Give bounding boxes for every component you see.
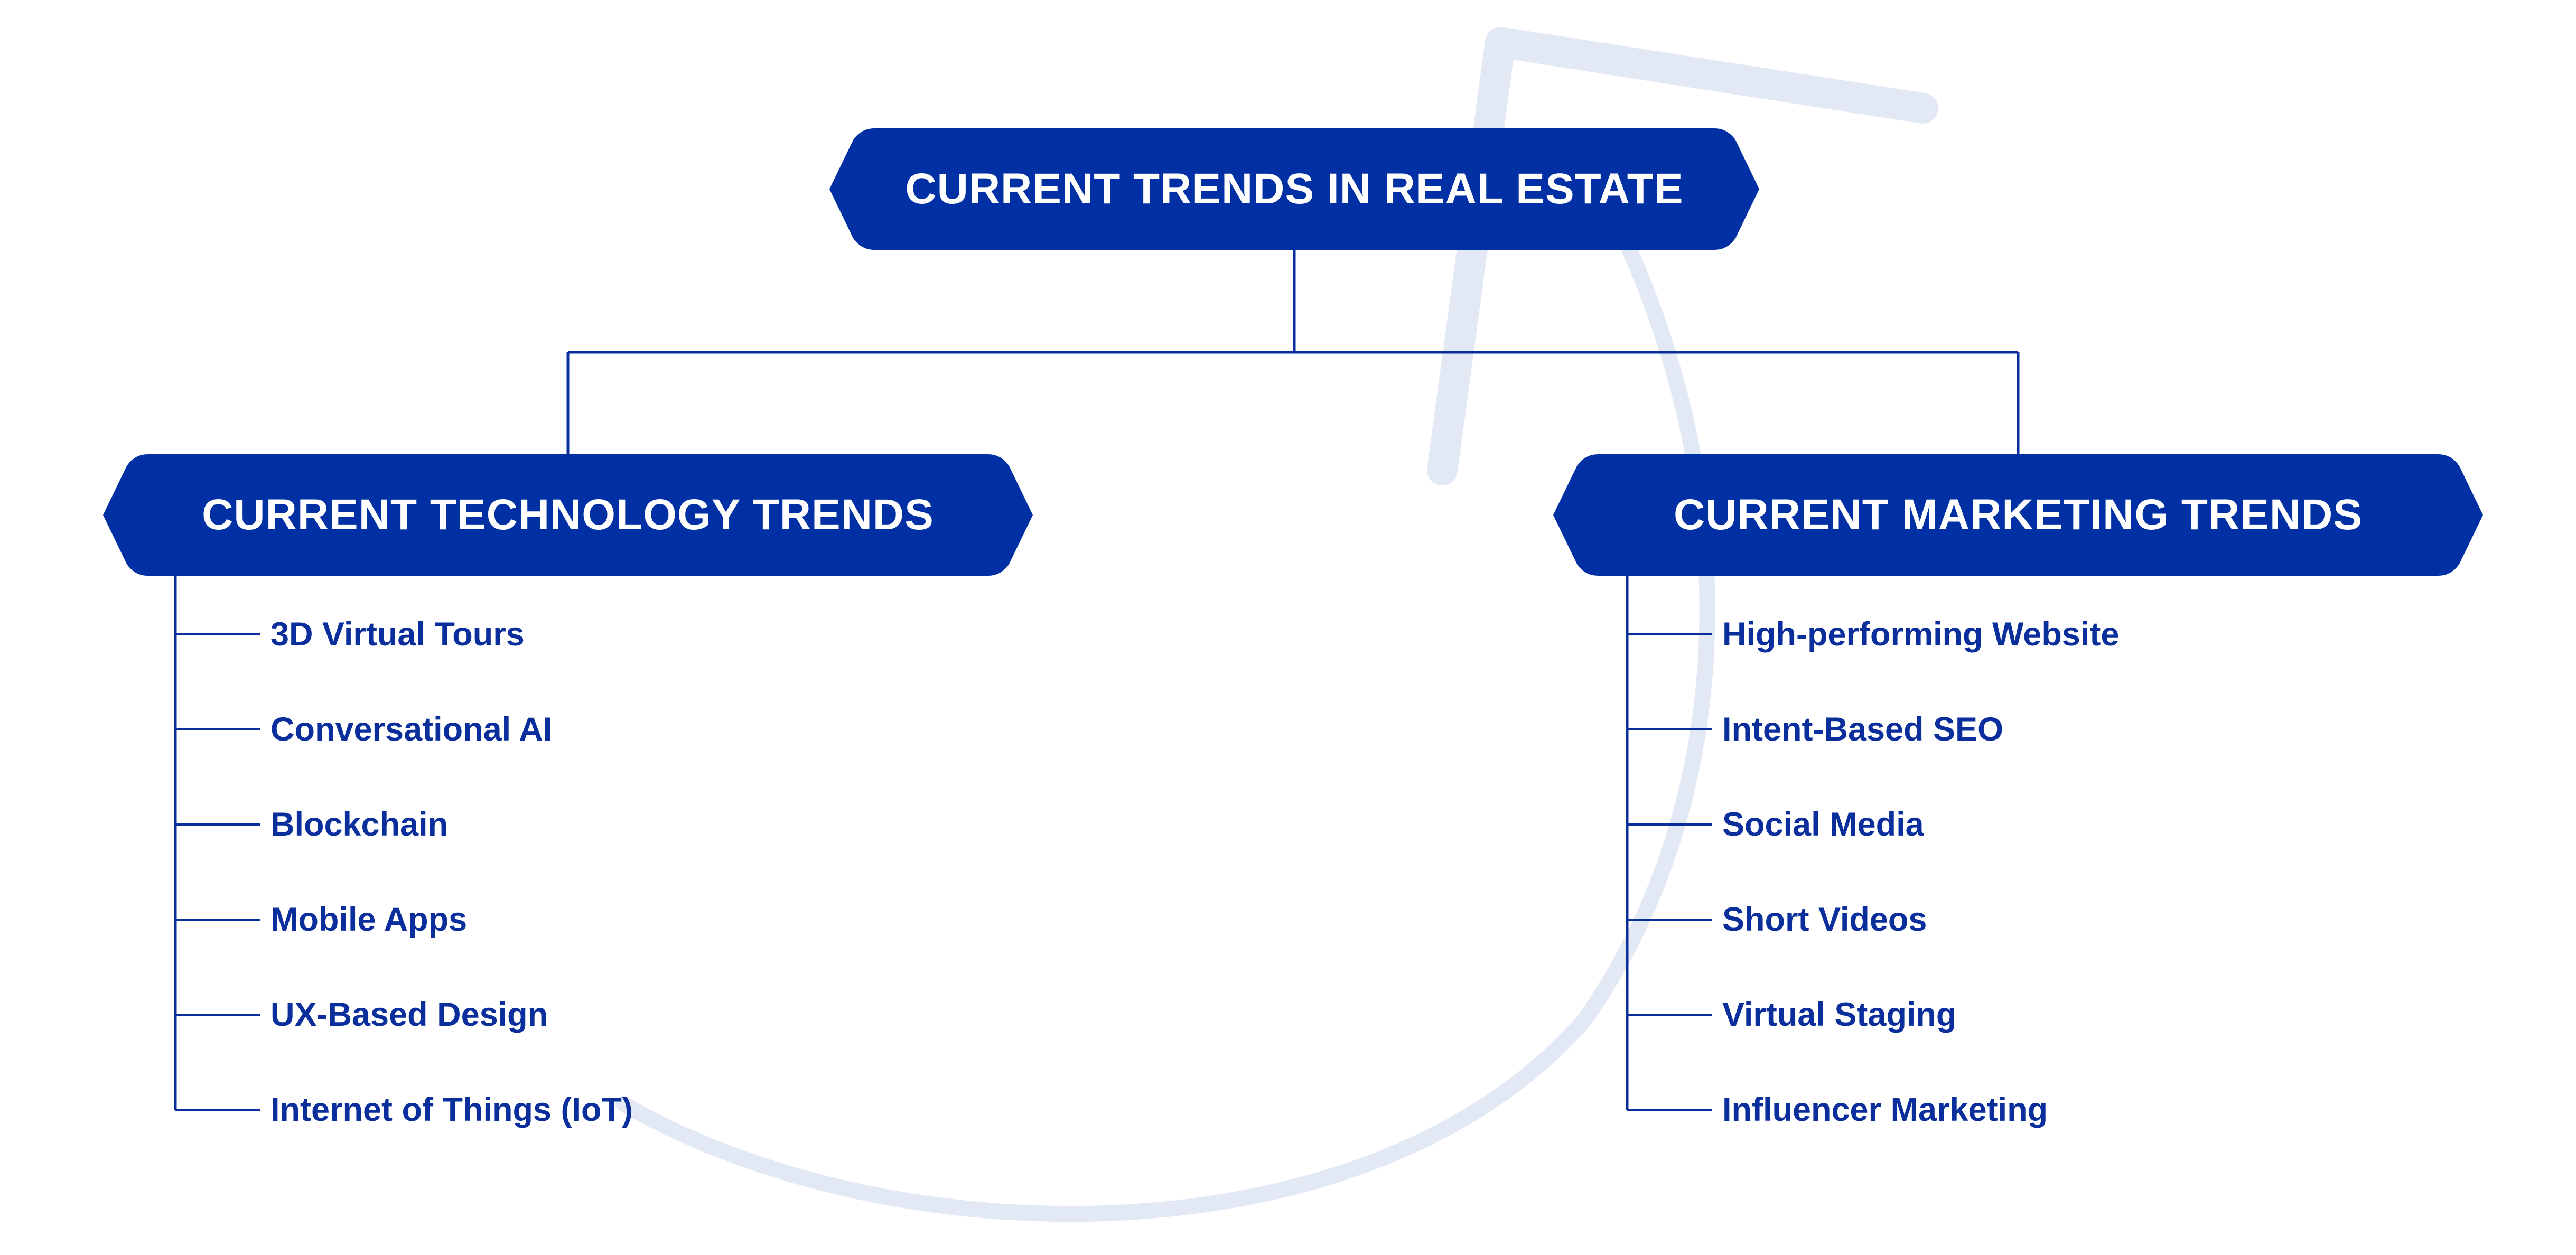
item-connector	[175, 1014, 260, 1016]
item-connector	[1627, 633, 1712, 635]
list-item-label: Intent-Based SEO	[1722, 711, 2004, 748]
technology-trends-node: CURRENT TECHNOLOGY TRENDS	[103, 454, 1033, 576]
list-item-label: Social Media	[1722, 806, 1924, 843]
item-connector	[175, 823, 260, 826]
list-item: Virtual Staging	[1627, 991, 2472, 1038]
item-connector	[175, 728, 260, 730]
list-item: Conversational AI	[175, 706, 1021, 753]
list-item-label: UX-Based Design	[270, 996, 548, 1033]
list-item: Internet of Things (IoT)	[175, 1086, 1021, 1134]
item-connector	[1627, 728, 1712, 730]
list-item: Social Media	[1627, 801, 2472, 848]
root-node-title: CURRENT TRENDS IN REAL ESTATE	[905, 165, 1684, 213]
item-connector	[175, 919, 260, 921]
item-connector	[1627, 1109, 1712, 1111]
list-item-label: Mobile Apps	[270, 901, 468, 938]
background-stroke-top	[1485, 27, 1938, 124]
list-item: Intent-Based SEO	[1627, 706, 2472, 753]
technology-node-shape	[103, 454, 1033, 576]
root-node-shape	[829, 128, 1759, 250]
list-item-label: 3D Virtual Tours	[270, 616, 525, 653]
technology-node-title: CURRENT TECHNOLOGY TRENDS	[202, 491, 934, 539]
item-connector	[1627, 919, 1712, 921]
item-connector	[1627, 1014, 1712, 1016]
list-item: High-performing Website	[1627, 611, 2472, 658]
list-item-label: Internet of Things (IoT)	[270, 1091, 633, 1128]
list-item-label: High-performing Website	[1722, 616, 2120, 653]
background-stroke-diagonal	[1427, 27, 1516, 485]
list-item: Blockchain	[175, 801, 1021, 848]
item-connector	[1627, 823, 1712, 826]
list-item-label: Influencer Marketing	[1722, 1091, 2048, 1128]
item-connector	[175, 1109, 260, 1111]
list-item: UX-Based Design	[175, 991, 1021, 1038]
list-item-label: Virtual Staging	[1722, 996, 1957, 1033]
marketing-trends-node: CURRENT MARKETING TRENDS	[1553, 454, 2483, 576]
marketing-node-title: CURRENT MARKETING TRENDS	[1673, 491, 2363, 539]
list-item-label: Short Videos	[1722, 901, 1927, 938]
list-item-label: Conversational AI	[270, 711, 553, 748]
list-item-label: Blockchain	[270, 806, 449, 843]
item-connector	[175, 633, 260, 635]
list-item: Mobile Apps	[175, 896, 1021, 943]
root-node: CURRENT TRENDS IN REAL ESTATE	[829, 128, 1759, 250]
list-item: Short Videos	[1627, 896, 2472, 943]
marketing-node-shape	[1553, 454, 2483, 576]
list-item: Influencer Marketing	[1627, 1086, 2472, 1134]
list-item: 3D Virtual Tours	[175, 611, 1021, 658]
